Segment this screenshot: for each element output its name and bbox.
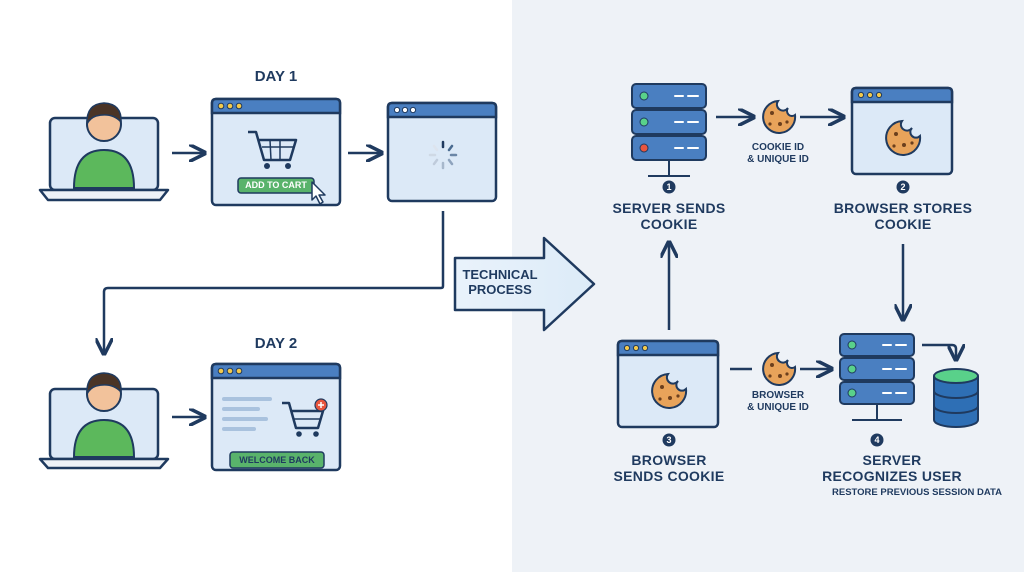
database-icon (933, 368, 979, 428)
server-icon (839, 333, 915, 421)
step4-badge (870, 433, 884, 447)
step3-line1: BROWSER (631, 452, 707, 468)
cookie-icon (762, 99, 797, 134)
loading-browser-window (386, 101, 498, 203)
step4-line1: SERVER (862, 452, 922, 468)
cookie-icon (885, 119, 922, 156)
shopping-cart-icon (282, 398, 328, 437)
cookie-id-label: COOKIE ID & UNIQUE ID (736, 142, 820, 165)
step1-line2: COOKIE (640, 216, 698, 233)
shopping-cart-icon (248, 130, 298, 169)
welcome-browser-window (210, 362, 342, 472)
add-to-cart-label: ADD TO CART (245, 180, 307, 190)
technical-process-label: TECHNICAL PROCESS (455, 267, 545, 298)
step1-number: 1 (666, 182, 672, 192)
step2-line1: BROWSER STORES (833, 200, 973, 216)
cookie-icon (651, 372, 688, 409)
user-icon (72, 102, 136, 189)
technical-process-line1: TECHNICAL (462, 267, 538, 282)
step1-title: SERVER SENDS COOKIE (599, 200, 739, 232)
welcome-back-banner (229, 451, 325, 469)
browser-uid-line2: & UNIQUE ID (747, 401, 809, 413)
step3-title: BROWSER SENDS COOKIE (599, 452, 739, 484)
step4-subtitle: RESTORE PREVIOUS SESSION DATA (832, 487, 1002, 498)
step3-number: 3 (666, 435, 672, 445)
day2-label: DAY 2 (254, 335, 298, 352)
cookie-id-line2: & UNIQUE ID (747, 153, 809, 165)
user-icon (72, 372, 136, 458)
connector-day1-to-day2 (104, 211, 445, 352)
step2-line2: COOKIE (874, 216, 932, 233)
mouse-cursor-icon (311, 181, 326, 205)
day1-label: DAY 1 (254, 68, 298, 85)
step4-line2: RECOGNIZES USER (822, 468, 962, 485)
cookie-icon (762, 351, 797, 386)
arrow-to-database (922, 343, 956, 358)
step4-number: 4 (874, 435, 880, 445)
welcome-back-label: WELCOME BACK (239, 455, 315, 465)
cookie-id-line1: COOKIE ID (751, 142, 805, 153)
step1-line1: SERVER SENDS (612, 200, 726, 216)
step2-badge (896, 180, 910, 194)
step3-badge (662, 433, 676, 447)
technical-process-line2: PROCESS (468, 281, 532, 297)
browser-uid-line1: BROWSER (751, 390, 805, 401)
step2-number: 2 (900, 182, 906, 192)
step4-title: SERVER RECOGNIZES USER (807, 452, 977, 484)
browser-uid-label: BROWSER & UNIQUE ID (736, 390, 820, 413)
step2-title: BROWSER STORES COOKIE (823, 200, 983, 232)
step3-line2: SENDS COOKIE (613, 468, 725, 485)
server-icon (631, 83, 707, 177)
step1-badge (662, 180, 676, 194)
loading-spinner-icon (428, 140, 458, 170)
technical-process-arrow (453, 236, 596, 332)
